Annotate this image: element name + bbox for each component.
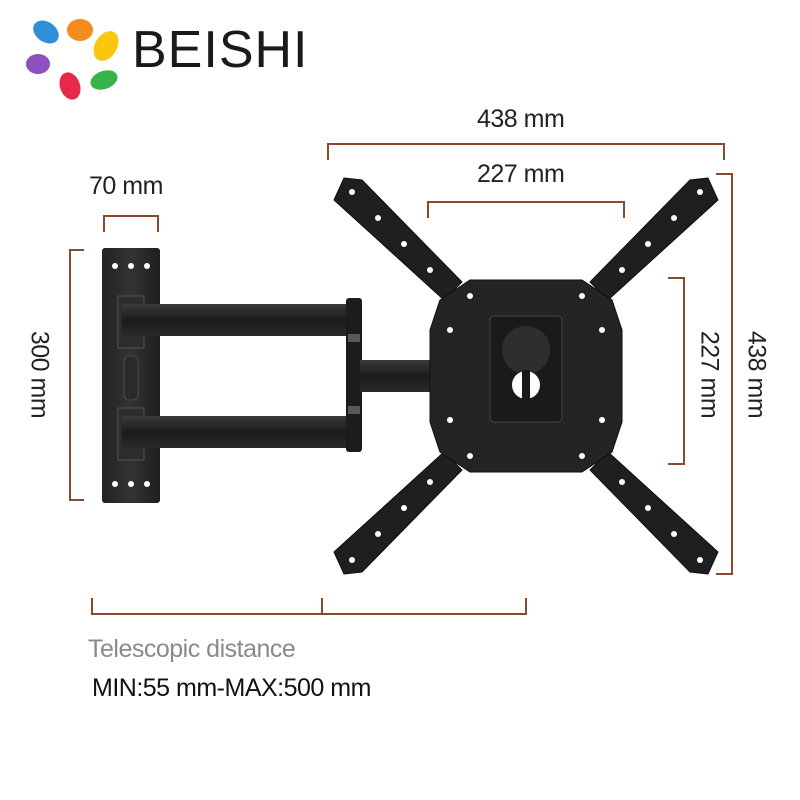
dim-line-vesa-vertical — [668, 277, 685, 465]
telescopic-range: MIN:55 mm-MAX:500 mm — [92, 674, 371, 702]
dim-line-overall-height — [716, 173, 733, 575]
overall-width-label: 438 mm — [477, 105, 565, 133]
plate-height-label: 300 mm — [25, 330, 54, 419]
brand-name: BEISHI — [132, 21, 309, 79]
vesa-horizontal-label: 227 mm — [477, 160, 565, 188]
wall-plate — [102, 248, 160, 503]
overall-height-label: 438 mm — [742, 330, 771, 419]
tv-bracket — [333, 177, 719, 575]
plate-width-label: 70 mm — [89, 172, 163, 200]
dim-line-plate-height — [69, 249, 84, 501]
extension-arms — [122, 298, 450, 452]
dim-line-overall-width — [327, 143, 725, 160]
dimension-lines — [69, 143, 733, 615]
beishi-logo-icon — [26, 19, 119, 100]
telescopic-title: Telescopic distance — [88, 635, 296, 663]
dim-line-plate-width — [103, 215, 159, 232]
vesa-vertical-label: 227 mm — [695, 330, 724, 419]
dim-line-vesa-horizontal — [427, 201, 625, 218]
dim-line-telescopic — [91, 598, 527, 615]
